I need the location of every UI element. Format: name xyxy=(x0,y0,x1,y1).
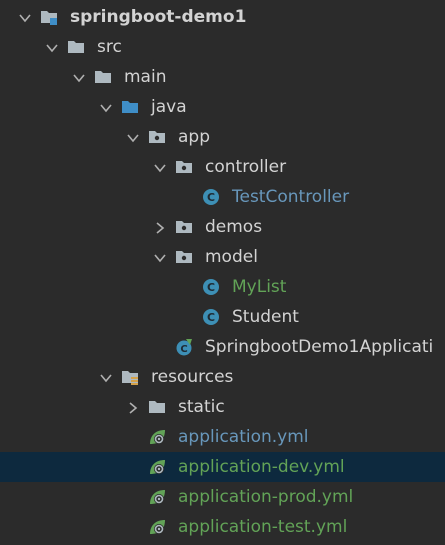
tree-row-label: app xyxy=(178,127,210,147)
spring-config-icon xyxy=(148,428,166,446)
tree-row-label: application.yml xyxy=(178,427,309,447)
spring-config-icon xyxy=(148,488,166,506)
tree-row-label: application-prod.yml xyxy=(178,487,354,507)
tree-row-src[interactable]: src xyxy=(0,32,445,62)
tree-row-label: java xyxy=(151,97,187,117)
folder-icon xyxy=(94,68,112,86)
tree-row-label: TestController xyxy=(232,187,350,207)
chevron-down-icon[interactable] xyxy=(153,160,167,174)
tree-row-label: Student xyxy=(232,307,299,327)
svg-text:C: C xyxy=(207,311,215,324)
spring-config-icon xyxy=(148,458,166,476)
package-icon xyxy=(175,158,193,176)
class-icon: C xyxy=(202,188,220,206)
folder-icon xyxy=(148,398,166,416)
spring-boot-class-icon: C xyxy=(175,338,193,356)
chevron-right-icon[interactable] xyxy=(126,400,140,414)
svg-text:C: C xyxy=(207,281,215,294)
tree-row-testcontroller[interactable]: C TestController xyxy=(0,182,445,212)
package-icon xyxy=(175,248,193,266)
tree-row-springbootdemo1applicati[interactable]: C SpringbootDemo1Applicati xyxy=(0,332,445,362)
tree-row-label: springboot-demo1 xyxy=(70,7,247,27)
chevron-down-icon[interactable] xyxy=(126,130,140,144)
tree-row-label: MyList xyxy=(232,277,287,297)
class-icon: C xyxy=(202,278,220,296)
tree-row-demos[interactable]: demos xyxy=(0,212,445,242)
tree-row-main[interactable]: main xyxy=(0,62,445,92)
tree-row-label: resources xyxy=(151,367,234,387)
tree-row-label: main xyxy=(124,67,167,87)
tree-row-label: SpringbootDemo1Applicati xyxy=(205,337,434,357)
tree-row-application-test-yml[interactable]: application-test.yml xyxy=(0,512,445,542)
tree-row-student[interactable]: C Student xyxy=(0,302,445,332)
source-folder-icon xyxy=(121,98,139,116)
tree-row-label: controller xyxy=(205,157,287,177)
tree-row-label: application-dev.yml xyxy=(178,457,345,477)
tree-row-static[interactable]: static xyxy=(0,392,445,422)
tree-row-app[interactable]: app xyxy=(0,122,445,152)
tree-row-label: static xyxy=(178,397,225,417)
chevron-down-icon[interactable] xyxy=(153,250,167,264)
chevron-down-icon[interactable] xyxy=(45,40,59,54)
chevron-down-icon[interactable] xyxy=(72,70,86,84)
spring-config-icon xyxy=(148,518,166,536)
chevron-down-icon[interactable] xyxy=(99,100,113,114)
svg-text:C: C xyxy=(207,191,215,204)
tree-row-resources[interactable]: resources xyxy=(0,362,445,392)
resources-folder-icon xyxy=(121,368,139,386)
tree-row-mylist[interactable]: C MyList xyxy=(0,272,445,302)
chevron-down-icon[interactable] xyxy=(18,10,32,24)
folder-icon xyxy=(67,38,85,56)
tree-row-model[interactable]: model xyxy=(0,242,445,272)
tree-row-application-prod-yml[interactable]: application-prod.yml xyxy=(0,482,445,512)
tree-row-label: demos xyxy=(205,217,263,237)
chevron-right-icon[interactable] xyxy=(153,220,167,234)
tree-row-label: src xyxy=(97,37,122,57)
svg-text:C: C xyxy=(180,344,187,355)
package-icon xyxy=(148,128,166,146)
tree-row-controller[interactable]: controller xyxy=(0,152,445,182)
package-icon xyxy=(175,218,193,236)
tree-row-springboot-demo1[interactable]: springboot-demo1 xyxy=(0,2,445,32)
tree-row-java[interactable]: java xyxy=(0,92,445,122)
tree-row-label: application-test.yml xyxy=(178,517,348,537)
chevron-down-icon[interactable] xyxy=(99,370,113,384)
tree-row-label: model xyxy=(205,247,258,267)
module-folder-icon xyxy=(40,8,58,26)
class-icon: C xyxy=(202,308,220,326)
tree-row-application-yml[interactable]: application.yml xyxy=(0,422,445,452)
tree-row-application-dev-yml[interactable]: application-dev.yml xyxy=(0,452,445,482)
